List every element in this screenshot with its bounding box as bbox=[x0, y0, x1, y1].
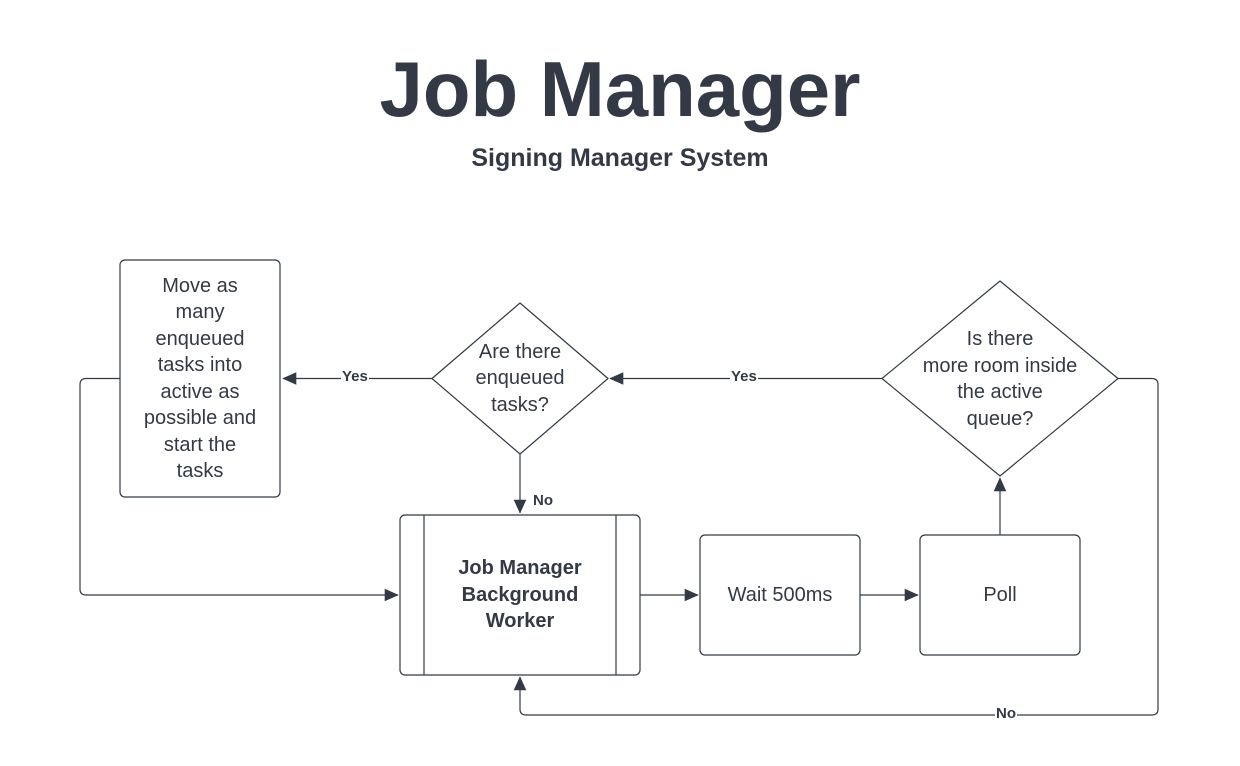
room-decision-diamond bbox=[881, 280, 1119, 477]
wait-label: Wait 500ms bbox=[727, 583, 833, 606]
enqueued-decision-label: Are there enqueued tasks? bbox=[475, 340, 565, 416]
diagram-subtitle: Signing Manager System bbox=[471, 144, 769, 172]
edge-label-room-yes: Yes bbox=[730, 368, 758, 386]
edge-label-room-no: No bbox=[995, 705, 1017, 723]
edge-room-no bbox=[513, 377, 1159, 716]
poll-label: Poll bbox=[983, 583, 1017, 606]
edge-label-enqueued-yes: Yes bbox=[341, 368, 369, 386]
room-decision-label: Is there more room inside the active que… bbox=[922, 328, 1078, 430]
diagram-title: Job Manager bbox=[379, 45, 861, 133]
move-tasks-label: Move as many enqueued tasks into active … bbox=[143, 274, 257, 483]
edge-label-enqueued-no: No bbox=[532, 492, 554, 510]
background-worker-label: Job Manager Background Worker bbox=[458, 557, 582, 633]
edge-move-to-worker bbox=[79, 377, 399, 602]
